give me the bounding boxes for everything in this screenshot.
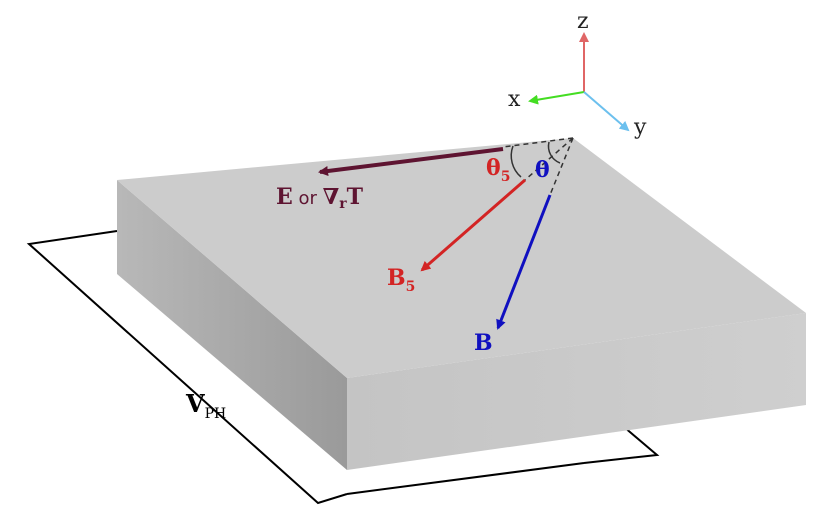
theta5-angle-arc [510, 145, 522, 178]
voltage-wire-front [346, 462, 585, 495]
b5-direction-dashed-line [524, 137, 574, 181]
voltage-wire-left [26, 230, 348, 505]
b-vector-label: B [474, 330, 493, 356]
b-direction-dashed-line [549, 137, 574, 196]
z-axis-label: z [577, 9, 589, 34]
b-vector-arrow [496, 194, 552, 330]
slab-top-face [117, 138, 806, 378]
slab-front-face [347, 313, 806, 470]
theta5-angle-label: θ5 [486, 155, 510, 185]
y-axis-arrow [583, 91, 630, 132]
e-vector-label: E or ∇rT [276, 184, 364, 212]
b5-vector-arrow [420, 178, 526, 272]
b5-vector-label: B5 [387, 265, 415, 295]
voltage-label: VPH [185, 389, 226, 422]
theta-angle-label: θ [535, 157, 550, 183]
x-axis-label: x [508, 87, 521, 112]
theta-angle-arc [547, 141, 561, 164]
x-axis-arrow [528, 91, 585, 105]
y-axis-label: y [633, 115, 647, 140]
e-vector-arrow [318, 147, 504, 176]
e-direction-dashed-line [502, 137, 574, 148]
slab-left-face [117, 180, 347, 470]
